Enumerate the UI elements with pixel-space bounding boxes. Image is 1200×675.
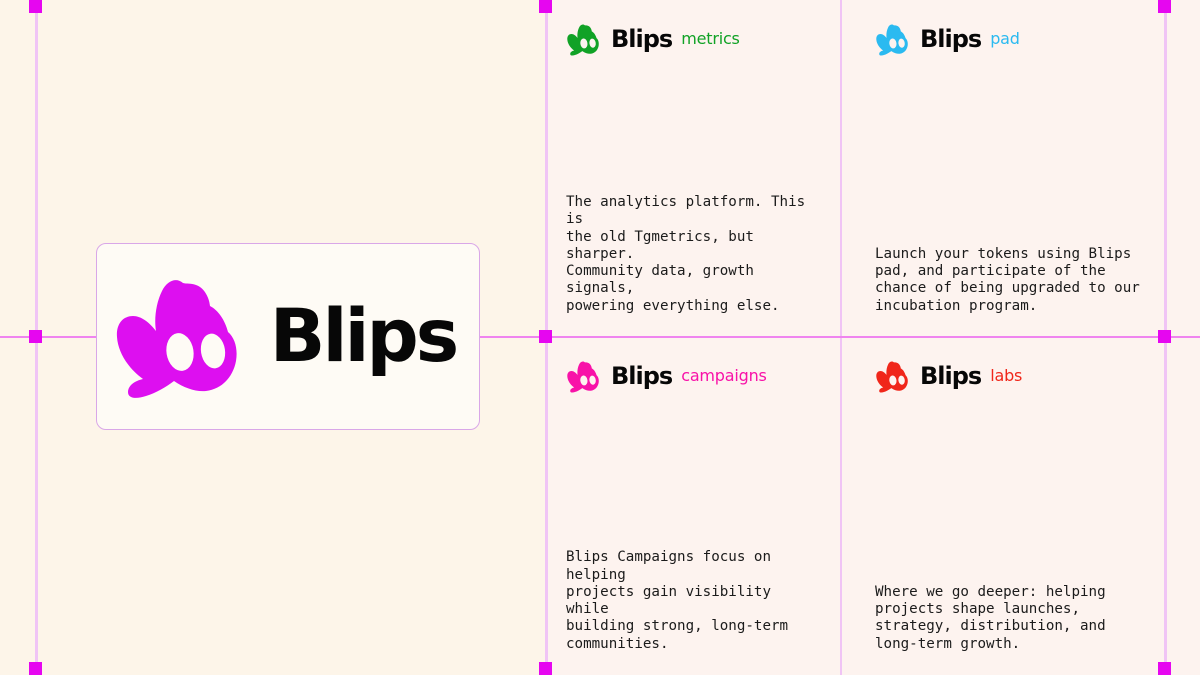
product-description-pad: Launch your tokens using Blips pad, and … bbox=[875, 245, 1140, 314]
product-suffix-labs: labs bbox=[990, 366, 1023, 385]
product-description-labs: Where we go deeper: helping projects sha… bbox=[875, 583, 1106, 652]
handle-top-right[interactable] bbox=[1158, 0, 1171, 13]
handle-bottom-left[interactable] bbox=[29, 662, 42, 675]
handle-bottom-middle[interactable] bbox=[539, 662, 552, 675]
product-cell-pad[interactable]: Blips pad Launch your tokens using Blips… bbox=[840, 0, 1200, 337]
product-description-metrics: The analytics platform. This is the old … bbox=[566, 193, 806, 314]
blips-bird-icon bbox=[116, 279, 237, 398]
product-wordmark: Blips bbox=[920, 25, 982, 53]
product-logo-labs: Blips labs bbox=[875, 359, 1178, 393]
blips-bird-icon bbox=[876, 361, 908, 393]
handle-middle-left[interactable] bbox=[29, 330, 42, 343]
product-wordmark: Blips bbox=[611, 362, 673, 390]
product-description-campaigns: Blips Campaigns focus on helping project… bbox=[566, 549, 789, 652]
handle-middle-center[interactable] bbox=[539, 330, 552, 343]
blips-bird-icon bbox=[567, 361, 599, 393]
product-cell-labs[interactable]: Blips labs Where we go deeper: helping p… bbox=[840, 337, 1200, 675]
product-wordmark: Blips bbox=[611, 25, 673, 53]
product-suffix-metrics: metrics bbox=[681, 29, 740, 48]
product-logo-pad: Blips pad bbox=[875, 22, 1178, 56]
handle-top-middle[interactable] bbox=[539, 0, 552, 13]
brand-logo-card[interactable]: Blips bbox=[96, 243, 480, 430]
product-suffix-pad: pad bbox=[990, 29, 1020, 48]
handle-top-left[interactable] bbox=[29, 0, 42, 13]
brand-wordmark: Blips bbox=[269, 294, 459, 379]
blips-bird-icon bbox=[567, 24, 599, 56]
product-cell-metrics[interactable]: Blips metrics The analytics platform. Th… bbox=[546, 0, 840, 337]
product-logo-campaigns: Blips campaigns bbox=[566, 359, 818, 393]
product-cell-campaigns[interactable]: Blips campaigns Blips Campaigns focus on… bbox=[546, 337, 840, 675]
product-suffix-campaigns: campaigns bbox=[681, 366, 767, 385]
product-logo-metrics: Blips metrics bbox=[566, 22, 818, 56]
product-grid: Blips metrics The analytics platform. Th… bbox=[546, 0, 1200, 675]
product-wordmark: Blips bbox=[920, 362, 982, 390]
handle-middle-right[interactable] bbox=[1158, 330, 1171, 343]
selection-line-horizontal[interactable] bbox=[0, 336, 1200, 338]
handle-bottom-right[interactable] bbox=[1158, 662, 1171, 675]
brand-logo-lockup: Blips bbox=[112, 275, 459, 399]
blips-bird-icon bbox=[876, 24, 908, 56]
